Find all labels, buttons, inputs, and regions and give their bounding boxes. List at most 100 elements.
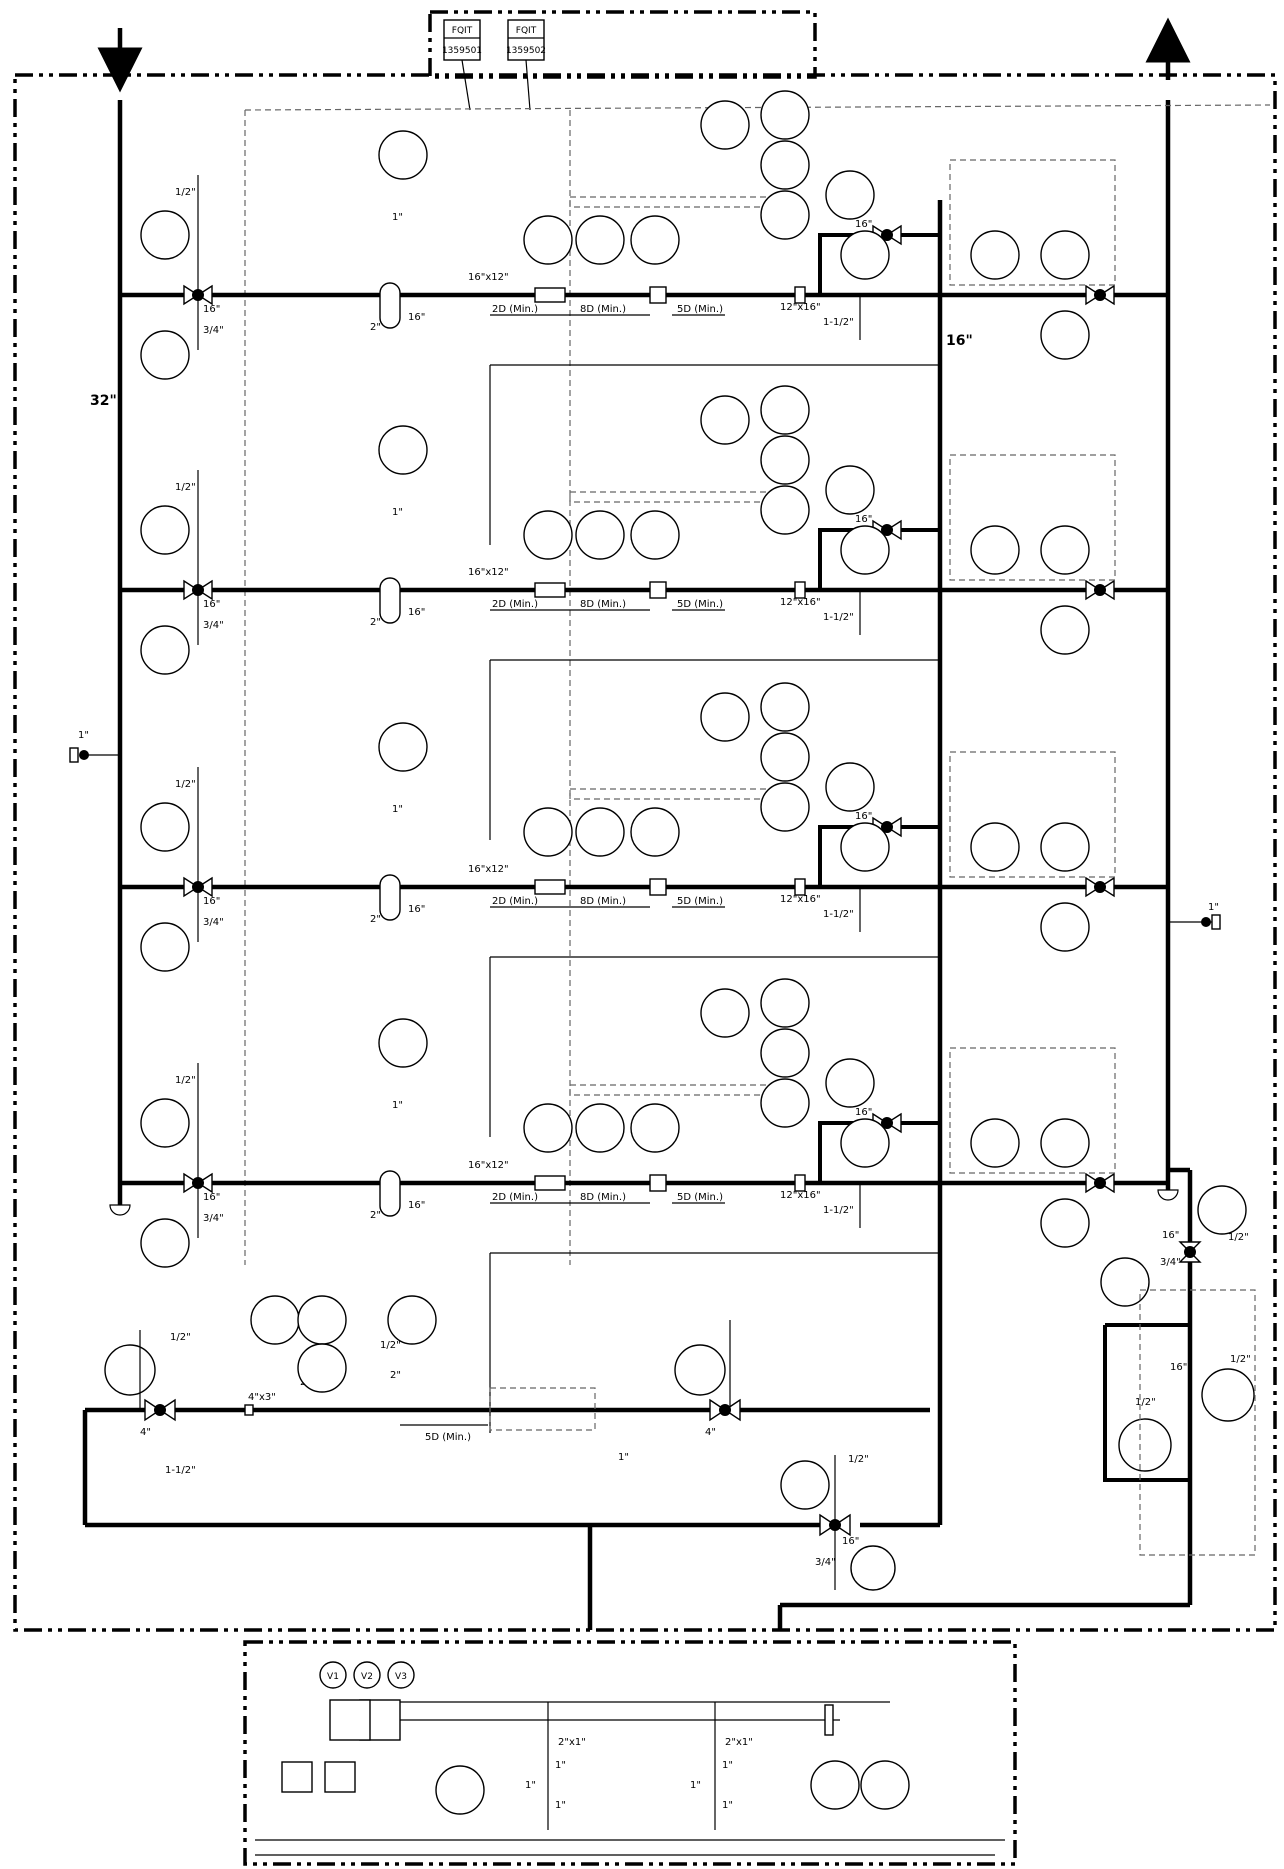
vent-size: 1" xyxy=(392,804,403,815)
fqit-tag-2: FQIT 1359502 xyxy=(506,19,546,61)
outlet-package: 16" 3/4" 1/2" 16" 1/2" 1/2" xyxy=(587,1167,1256,1630)
collector-valve xyxy=(1085,876,1115,898)
analyzer-house: V1 V2 V3 2"x1" 2"x1" 1" 1" 1" 1" 1" 1" xyxy=(255,1661,1005,1856)
vent-size: 1" xyxy=(392,507,403,518)
svg-text:1359501: 1359501 xyxy=(442,46,482,56)
meas-reducer-size: 16"x12" xyxy=(468,272,509,283)
svg-text:FQIT: FQIT xyxy=(452,26,473,36)
drain-size: 3/4" xyxy=(203,917,224,928)
filter-size: 16" xyxy=(408,607,425,618)
tee-size: 2" xyxy=(370,914,381,925)
meter-run: 16"1/2"3/4"16"1"2"16"x12"2D (Min.)8D (Mi… xyxy=(120,978,1168,1433)
vessel-v3: V3 xyxy=(387,1661,415,1689)
svg-text:2"x1": 2"x1" xyxy=(725,1737,753,1748)
reducer-size: 12"x16" xyxy=(780,1190,821,1201)
svg-text:2": 2" xyxy=(390,1370,401,1381)
collector-size-label: 16" xyxy=(946,333,973,349)
dim-8d: 8D (Min.) xyxy=(580,1192,626,1203)
side-valve-size: 1-1/2" xyxy=(823,1205,854,1216)
side-valve-size: 1-1/2" xyxy=(823,909,854,920)
drain-size: 3/4" xyxy=(203,620,224,631)
svg-text:1": 1" xyxy=(78,730,89,741)
inlet-size: 16" xyxy=(203,896,220,907)
svg-text:1/2": 1/2" xyxy=(848,1454,869,1465)
inlet-valve xyxy=(183,284,213,306)
meas-reducer-size: 16"x12" xyxy=(468,1160,509,1171)
svg-text:FQIT: FQIT xyxy=(516,26,537,36)
meas-reducer-size: 16"x12" xyxy=(468,567,509,578)
svg-text:1": 1" xyxy=(722,1800,733,1811)
bleed-size: 1/2" xyxy=(175,779,196,790)
svg-text:1/2": 1/2" xyxy=(1135,1397,1156,1408)
collector-valve xyxy=(1085,284,1115,306)
svg-text:16": 16" xyxy=(1162,1230,1179,1241)
prover-valve-left: 4" xyxy=(140,1398,176,1438)
svg-text:2"x1": 2"x1" xyxy=(558,1737,586,1748)
outlet-size: 16" xyxy=(855,514,872,525)
svg-text:1-1/2": 1-1/2" xyxy=(165,1465,196,1476)
prover-valve-right: 4" xyxy=(705,1398,741,1438)
dim-8d: 8D (Min.) xyxy=(580,304,626,315)
bleed-size: 1/2" xyxy=(175,187,196,198)
reducer-size: 12"x16" xyxy=(780,597,821,608)
dim-2d: 2D (Min.) xyxy=(492,1192,538,1203)
prover-loop: 4" 4" 4"x3" 5D (Min.) 1/2" 1-1/2" 1" 2" … xyxy=(82,1295,940,1528)
dim-2d: 2D (Min.) xyxy=(492,896,538,907)
svg-text:3/4": 3/4" xyxy=(1160,1257,1181,1268)
svg-text:1/2": 1/2" xyxy=(170,1332,191,1343)
dim-8d: 8D (Min.) xyxy=(580,599,626,610)
tee-size: 2" xyxy=(370,617,381,628)
outlet-size: 16" xyxy=(855,219,872,230)
dim-2d: 2D (Min.) xyxy=(492,599,538,610)
header-vent-valve: 1" xyxy=(69,730,120,763)
svg-text:16": 16" xyxy=(1170,1362,1187,1373)
tee-size: 2" xyxy=(370,322,381,333)
meter-run: 16" 1/2" 3/4" 16" 1" 2" 16"x12" 2D (Min.) 8D (Mi… xyxy=(120,90,1168,545)
svg-text:1/2": 1/2" xyxy=(1230,1354,1251,1365)
svg-text:4"x3": 4"x3" xyxy=(248,1392,276,1403)
svg-text:1": 1" xyxy=(1208,902,1219,913)
outlet-vent-valve: 1" xyxy=(1168,902,1221,930)
inlet-size: 16" xyxy=(203,599,220,610)
filter-size: 16" xyxy=(408,312,425,323)
svg-text:1": 1" xyxy=(555,1760,566,1771)
svg-text:1": 1" xyxy=(690,1780,701,1791)
svg-text:V1: V1 xyxy=(327,1672,339,1682)
svg-text:4": 4" xyxy=(705,1427,716,1438)
svg-text:5D (Min.): 5D (Min.) xyxy=(425,1432,471,1443)
inlet-size: 16" xyxy=(203,304,220,315)
fqit-tag-1: FQIT 1359501 xyxy=(442,19,482,61)
svg-text:3/4": 3/4" xyxy=(815,1557,836,1568)
vent-size: 1" xyxy=(392,212,403,223)
reducer-size: 12"x16" xyxy=(780,302,821,313)
dim-5d: 5D (Min.) xyxy=(677,1192,723,1203)
outlet-size: 16" xyxy=(855,1107,872,1118)
inlet-size: 16" xyxy=(203,1192,220,1203)
dim-2d: 2D (Min.) xyxy=(492,304,538,315)
dim-5d: 5D (Min.) xyxy=(677,304,723,315)
svg-text:1/2": 1/2" xyxy=(380,1340,401,1351)
drain-size: 3/4" xyxy=(203,1213,224,1224)
inlet-valve xyxy=(183,579,213,601)
vessel-v2: V2 xyxy=(353,1661,381,1689)
header-size-label: 32" xyxy=(90,393,117,409)
svg-text:1/2": 1/2" xyxy=(1228,1232,1249,1243)
collector-valve xyxy=(1085,579,1115,601)
collector-valve xyxy=(1085,1172,1115,1194)
svg-text:V2: V2 xyxy=(361,1672,373,1682)
drain-size: 3/4" xyxy=(203,325,224,336)
side-valve-size: 1-1/2" xyxy=(823,317,854,328)
dim-5d: 5D (Min.) xyxy=(677,599,723,610)
svg-text:V3: V3 xyxy=(395,1672,407,1682)
svg-text:16": 16" xyxy=(842,1536,859,1547)
meas-reducer-size: 16"x12" xyxy=(468,864,509,875)
outlet-size: 16" xyxy=(855,811,872,822)
bleed-size: 1/2" xyxy=(175,1075,196,1086)
svg-text:4": 4" xyxy=(140,1427,151,1438)
svg-text:1": 1" xyxy=(525,1780,536,1791)
dim-5d: 5D (Min.) xyxy=(677,896,723,907)
vessel-v1: V1 xyxy=(319,1661,347,1689)
return-valve: 16" 1/2" 3/4" xyxy=(780,1454,896,1591)
svg-text:1": 1" xyxy=(618,1452,629,1463)
